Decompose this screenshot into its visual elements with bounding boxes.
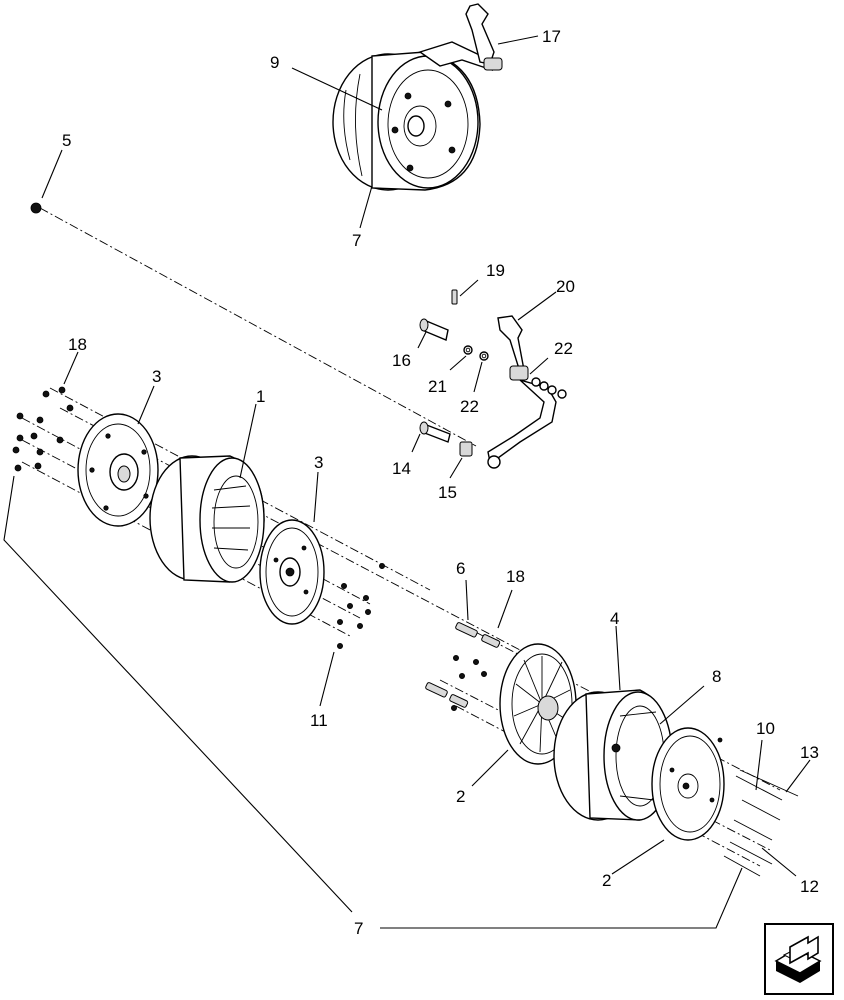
- bolts-pins-right: [425, 622, 799, 877]
- callout-2-left: 2: [456, 787, 465, 806]
- callout-6: 6: [456, 559, 465, 578]
- callout-9: 9: [270, 53, 279, 72]
- callout-20: 20: [556, 277, 575, 296]
- pivot-arm-parts: [30, 202, 567, 469]
- assembled-gauge-wheel: [332, 3, 503, 191]
- callout-4: 4: [610, 609, 619, 628]
- callout-17: 17: [542, 27, 561, 46]
- outer-hub-disc-left: [77, 413, 159, 527]
- callout-labels: 9 7 17 5 19 20 16 21 22 22 14 15 18 3 1 …: [62, 27, 819, 938]
- callout-10: 10: [756, 719, 775, 738]
- callout-3-center: 3: [314, 453, 323, 472]
- callout-21: 21: [428, 377, 447, 396]
- callout-11: 11: [310, 711, 328, 730]
- small-bolts-left: [12, 386, 385, 650]
- callout-7-bottom: 7: [354, 919, 363, 938]
- inner-hub-disc-left: [259, 519, 325, 625]
- tire-left: [149, 455, 265, 583]
- callout-5: 5: [62, 131, 71, 150]
- callout-19: 19: [486, 261, 505, 280]
- callout-2-right: 2: [602, 871, 611, 890]
- callout-22-lower: 22: [460, 397, 479, 416]
- callout-16: 16: [392, 351, 411, 370]
- callout-13: 13: [800, 743, 819, 762]
- next-page-button[interactable]: [764, 923, 834, 995]
- callout-15: 15: [438, 483, 457, 502]
- callout-14: 14: [392, 459, 411, 478]
- callout-18-left: 18: [68, 335, 87, 354]
- callout-1: 1: [256, 387, 265, 406]
- tire-right: [553, 689, 673, 821]
- next-page-arrow-icon: [774, 935, 822, 983]
- callout-7-top: 7: [352, 231, 361, 250]
- callout-18-right: 18: [506, 567, 525, 586]
- callout-12: 12: [800, 877, 819, 896]
- callout-22-right: 22: [554, 339, 573, 358]
- leader-lines: [3, 35, 811, 929]
- outer-hub-disc-right: [651, 727, 725, 841]
- callout-8: 8: [712, 667, 721, 686]
- callout-3-left: 3: [152, 367, 161, 386]
